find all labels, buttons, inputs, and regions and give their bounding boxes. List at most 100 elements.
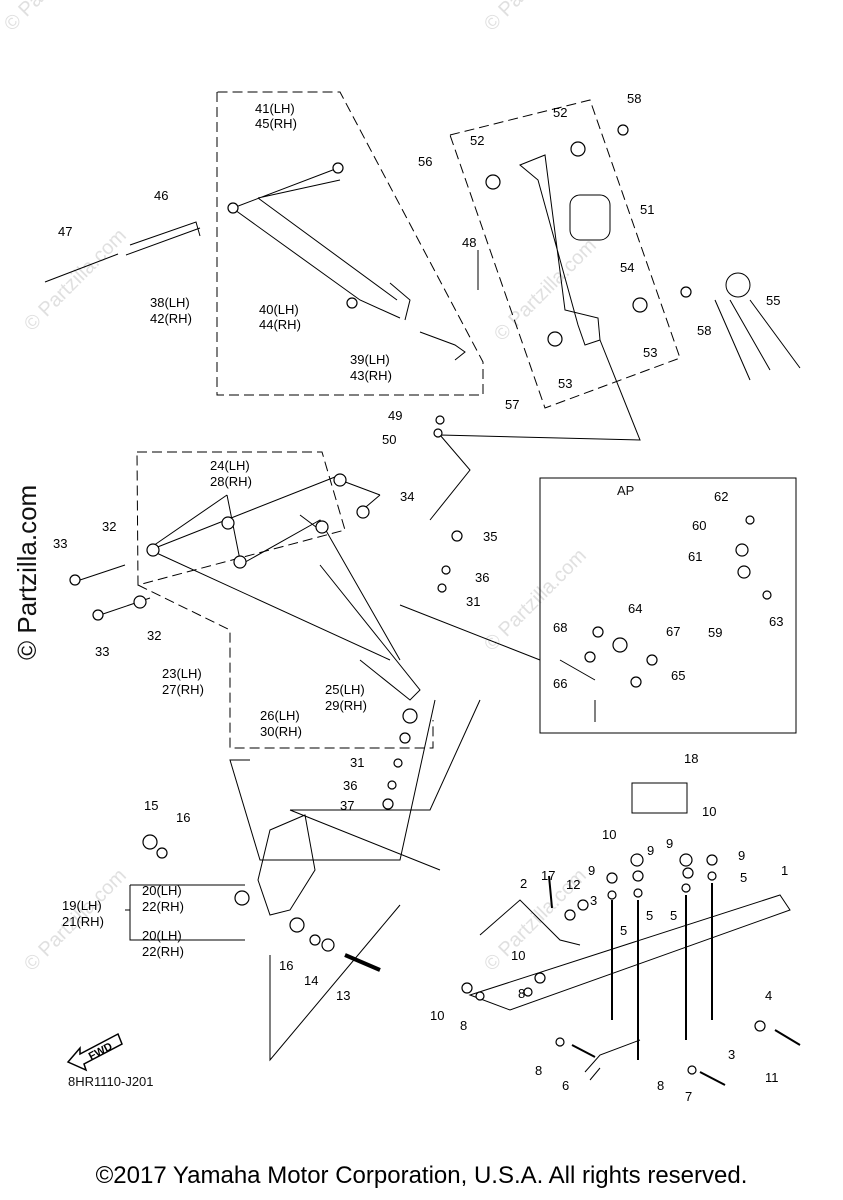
bolt-67 — [646, 654, 658, 666]
ball-joint — [419, 331, 466, 361]
callout-10b: 10 — [702, 804, 716, 819]
callout-26: 26(LH) — [260, 708, 300, 723]
callout-9c: 9 — [666, 836, 673, 851]
callout-14: 14 — [304, 973, 318, 988]
callout-18: 18 — [684, 751, 698, 766]
bushing-52b — [570, 141, 586, 157]
callout-31b: 31 — [350, 755, 364, 770]
callout-50: 50 — [382, 432, 396, 447]
callout-22a: 22(RH) — [142, 899, 184, 914]
callout-58b: 58 — [697, 323, 711, 338]
callout-3b: 3 — [728, 1047, 735, 1062]
callout-44: 44(RH) — [259, 317, 301, 332]
nut-10c — [534, 972, 546, 984]
bushing-15 — [142, 834, 158, 850]
callout-41: 41(LH) — [255, 101, 295, 116]
callout-32b: 32 — [147, 628, 161, 643]
bushing-14 — [321, 938, 335, 952]
callout-61: 61 — [688, 549, 702, 564]
callout-23: 23(LH) — [162, 666, 202, 681]
pin-17 — [548, 875, 553, 909]
callout-24: 24(LH) — [210, 458, 250, 473]
callout-45: 45(RH) — [255, 116, 297, 131]
callout-68: 68 — [553, 620, 567, 635]
washer-9a — [606, 872, 618, 884]
callout-5a: 5 — [620, 923, 627, 938]
callout-53a: 53 — [643, 345, 657, 360]
linkage-lines — [429, 339, 641, 521]
callout-16b: 16 — [279, 958, 293, 973]
diagram-code: 8HR1110-J201 — [68, 1074, 154, 1089]
fwd-label: FWD — [87, 1040, 115, 1062]
callout-55: 55 — [766, 293, 780, 308]
bushing-53a — [547, 331, 563, 347]
washer-8b — [523, 987, 533, 997]
washer-8a — [475, 991, 485, 1001]
nut-37 — [382, 798, 394, 810]
washer-26 — [399, 732, 411, 744]
long-bolt — [44, 253, 119, 283]
nut-68 — [592, 626, 604, 638]
bushing-32b — [233, 555, 247, 569]
ski-body — [468, 894, 791, 1011]
callout-60: 60 — [692, 518, 706, 533]
callout-4: 4 — [765, 988, 772, 1003]
callout-40: 40(LH) — [259, 302, 299, 317]
bushing-28 — [221, 516, 235, 530]
callout-59: 59 — [708, 625, 722, 640]
collar-31b — [393, 758, 403, 768]
washer-5b — [633, 888, 643, 898]
callout-38: 38(LH) — [150, 295, 190, 310]
callout-9b: 9 — [647, 843, 654, 858]
callout-13: 13 — [336, 988, 350, 1003]
bolt-62 — [745, 515, 755, 525]
callout-8c: 8 — [535, 1063, 542, 1078]
bracket-lines — [125, 884, 245, 941]
lower-a-arm — [149, 474, 421, 701]
callout-42: 42(RH) — [150, 311, 192, 326]
lower-arm-group-box — [136, 451, 346, 586]
callout-27: 27(RH) — [162, 682, 204, 697]
callout-52a: 52 — [470, 133, 484, 148]
bushing-41 — [332, 162, 344, 174]
washer-8d — [687, 1065, 697, 1075]
bushing-34a — [315, 520, 329, 534]
bolt-35 — [451, 530, 463, 542]
callout-25: 25(LH) — [325, 682, 365, 697]
callout-48: 48 — [462, 235, 476, 250]
clamp-60 — [735, 543, 749, 557]
callout-5d: 5 — [740, 870, 747, 885]
callout-67: 67 — [666, 624, 680, 639]
callout-10c: 10 — [511, 948, 525, 963]
washer-9b — [632, 870, 644, 882]
callout-64: 64 — [628, 601, 642, 616]
callout-5c: 5 — [670, 908, 677, 923]
bolt-33b — [92, 609, 104, 621]
washer-49 — [435, 415, 445, 425]
callout-36a: 36 — [475, 570, 489, 585]
callout-46: 46 — [154, 188, 168, 203]
bushing-32c — [133, 595, 147, 609]
callout-53b: 53 — [558, 376, 572, 391]
callout-58a: 58 — [627, 91, 641, 106]
bushing-25 — [402, 708, 418, 724]
callout-52b: 52 — [553, 105, 567, 120]
callout-66: 66 — [553, 676, 567, 691]
bolt-11 — [774, 1029, 801, 1046]
callout-33a: 33 — [53, 536, 67, 551]
pivot-shaft — [125, 221, 201, 256]
callout-31a: 31 — [466, 594, 480, 609]
bushing-53b — [632, 297, 648, 313]
callout-labels: 41(LH) 45(RH) 46 47 48 38(LH) 42(RH) 40(… — [53, 91, 788, 1104]
shock-group-box — [449, 99, 681, 409]
callout-6: 6 — [562, 1078, 569, 1093]
callout-22b: 22(RH) — [142, 944, 184, 959]
collar-31a — [437, 583, 447, 593]
washer-16a — [156, 847, 168, 859]
upper-arm-group-box — [216, 91, 484, 396]
callout-1: 1 — [781, 863, 788, 878]
washer-8c — [555, 1037, 565, 1047]
callout-33b: 33 — [95, 644, 109, 659]
nut-50 — [433, 428, 443, 438]
shock-spring-cover — [569, 194, 611, 241]
